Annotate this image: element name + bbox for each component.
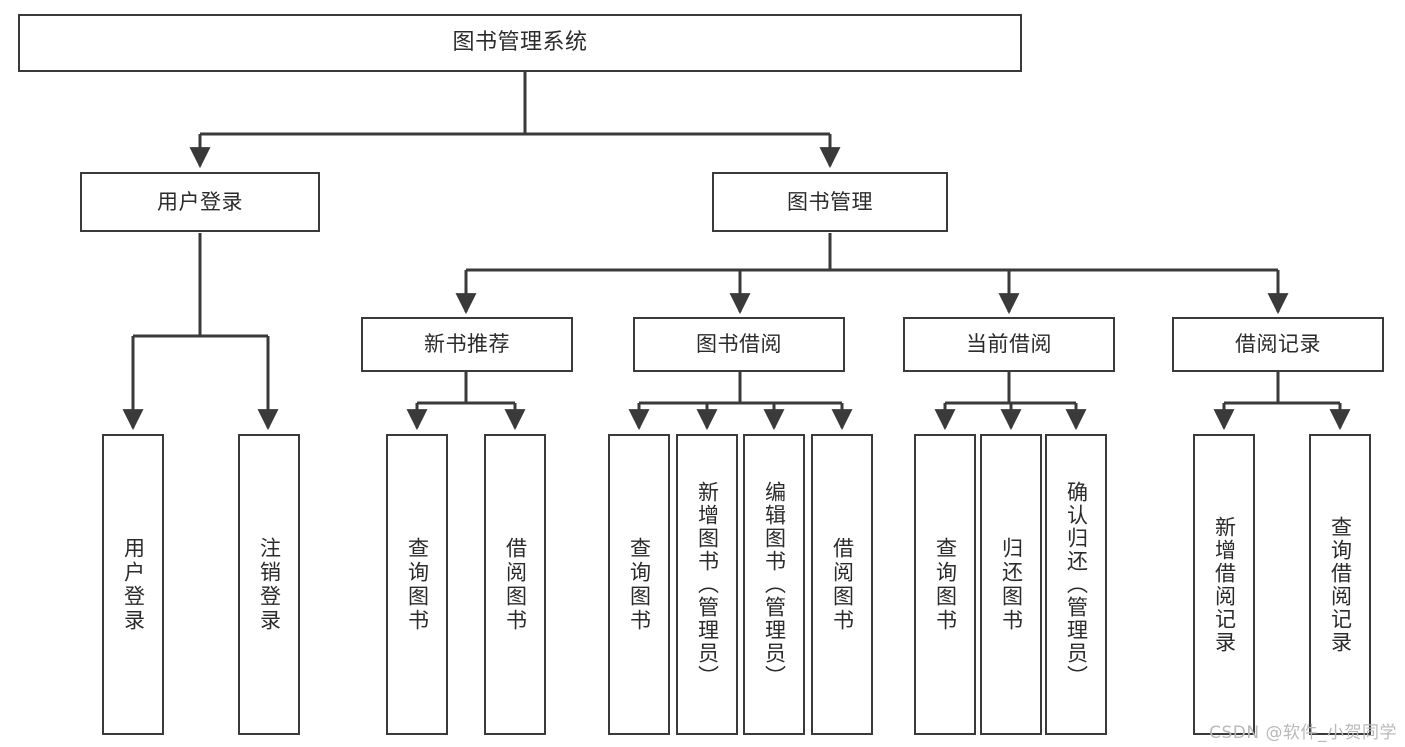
node-leaf-add-book-label: 新增图书（管理员） <box>695 481 720 688</box>
node-leaf-edit-book-label: 编辑图书（管理员） <box>762 481 787 688</box>
node-leaf-query-book-3[interactable]: 查询图书 <box>914 434 976 735</box>
node-root-label: 图书管理系统 <box>452 30 588 56</box>
node-leaf-query-book-1[interactable]: 查询图书 <box>386 434 448 735</box>
node-current-borrow-label: 当前借阅 <box>966 332 1052 357</box>
node-leaf-logout[interactable]: 注销登录 <box>238 434 300 735</box>
node-leaf-borrow-book-2[interactable]: 借阅图书 <box>811 434 873 735</box>
node-new-book-recommend-label: 新书推荐 <box>424 332 510 357</box>
node-leaf-edit-book[interactable]: 编辑图书（管理员） <box>743 434 805 735</box>
node-leaf-user-login[interactable]: 用户登录 <box>102 434 164 735</box>
node-root[interactable]: 图书管理系统 <box>18 14 1022 72</box>
node-leaf-logout-label: 注销登录 <box>257 536 282 633</box>
node-user-login-label: 用户登录 <box>157 189 243 214</box>
node-leaf-add-record[interactable]: 新增借阅记录 <box>1193 434 1255 735</box>
node-leaf-user-login-label: 用户登录 <box>121 536 146 633</box>
node-leaf-query-record[interactable]: 查询借阅记录 <box>1309 434 1371 735</box>
node-leaf-query-book-2[interactable]: 查询图书 <box>608 434 670 735</box>
node-new-book-recommend[interactable]: 新书推荐 <box>361 317 573 372</box>
node-leaf-return-book-label: 归还图书 <box>999 536 1024 633</box>
node-leaf-query-book-2-label: 查询图书 <box>627 536 652 633</box>
node-leaf-query-book-3-label: 查询图书 <box>933 536 958 633</box>
node-leaf-confirm-return-label: 确认归还（管理员） <box>1064 481 1089 688</box>
node-leaf-add-book[interactable]: 新增图书（管理员） <box>676 434 738 735</box>
node-book-borrow[interactable]: 图书借阅 <box>633 317 845 372</box>
node-leaf-borrow-book-1[interactable]: 借阅图书 <box>484 434 546 735</box>
node-book-borrow-label: 图书借阅 <box>696 332 782 357</box>
node-leaf-query-record-label: 查询借阅记录 <box>1328 515 1353 654</box>
node-leaf-borrow-book-2-label: 借阅图书 <box>830 536 855 633</box>
node-borrow-record-label: 借阅记录 <box>1235 332 1321 357</box>
node-leaf-return-book[interactable]: 归还图书 <box>980 434 1042 735</box>
node-user-login[interactable]: 用户登录 <box>80 172 320 232</box>
node-current-borrow[interactable]: 当前借阅 <box>903 317 1115 372</box>
node-leaf-add-record-label: 新增借阅记录 <box>1212 515 1237 654</box>
node-leaf-borrow-book-1-label: 借阅图书 <box>503 536 528 633</box>
node-leaf-query-book-1-label: 查询图书 <box>405 536 430 633</box>
node-borrow-record[interactable]: 借阅记录 <box>1172 317 1384 372</box>
node-book-management-label: 图书管理 <box>787 189 873 214</box>
node-book-management[interactable]: 图书管理 <box>712 172 948 232</box>
node-leaf-confirm-return[interactable]: 确认归还（管理员） <box>1045 434 1107 735</box>
